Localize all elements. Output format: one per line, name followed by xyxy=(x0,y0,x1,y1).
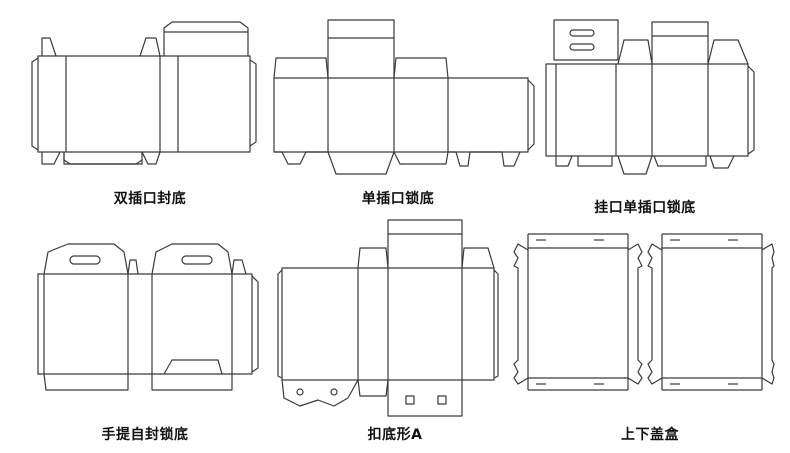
dieline-drawing xyxy=(31,21,257,165)
dieline-drawing xyxy=(277,219,499,417)
dieline-double-tuck-seal-bottom xyxy=(30,18,270,178)
diagram-caption: 双插口封底 xyxy=(113,191,187,207)
dieline-single-tuck-lock-bottom xyxy=(270,16,540,176)
diagram-caption: 手提自封锁底 xyxy=(101,427,189,443)
diagram-caption: 扣底形A xyxy=(367,427,423,443)
diagram-caption: 上下盖盒 xyxy=(621,427,679,443)
dieline-drawing xyxy=(545,19,755,175)
dieline-drawing xyxy=(513,233,775,391)
dieline-top-bottom-lid-box xyxy=(512,228,775,398)
dieline-hanger-single-tuck-lock-bottom xyxy=(538,14,758,184)
dieline-handle-self-seal-lock-bottom xyxy=(32,240,262,400)
diagram-caption: 挂口单插口锁底 xyxy=(594,200,696,216)
diagram-caption: 单插口锁底 xyxy=(361,191,435,207)
dieline-drawing xyxy=(37,243,259,391)
dieline-snap-bottom-type-a xyxy=(277,219,508,420)
dieline-drawing xyxy=(273,19,535,175)
